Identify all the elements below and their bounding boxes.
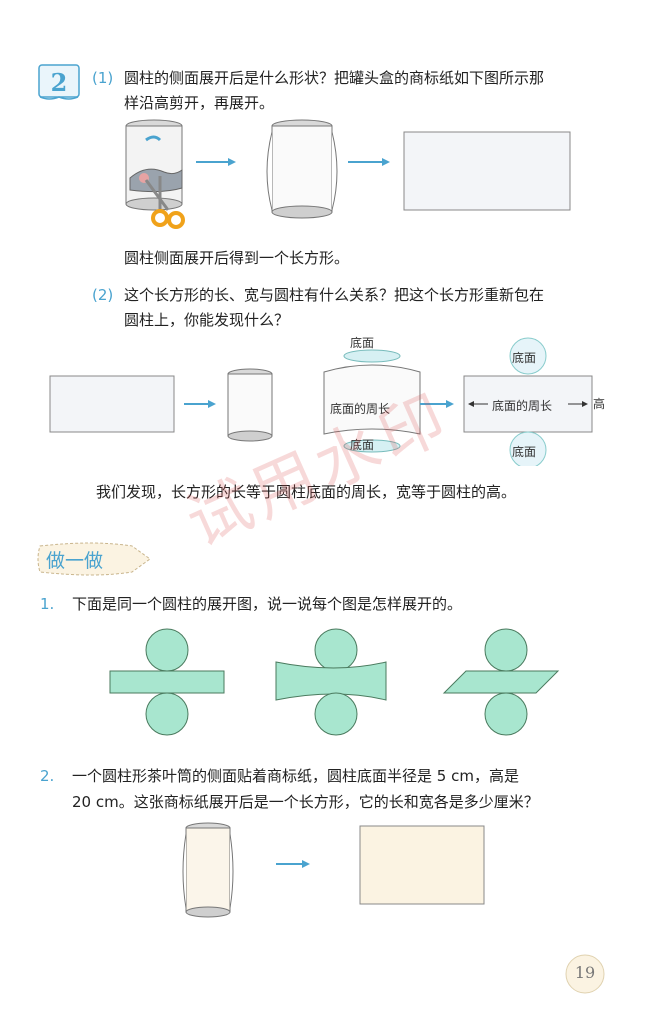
rewrap-diagram (49, 337, 593, 466)
can-illustration (227, 368, 273, 442)
exercise-2-line2: 20 cm。这张商标纸展开后是一个长方形，它的长和宽各是多少厘米？ (72, 793, 539, 811)
net-rectangle (109, 628, 225, 736)
wrap-circumference-label: 底面的周长 (330, 402, 391, 416)
wrap-top-base-label: 底面 (350, 336, 375, 350)
unfolded-rectangle (403, 131, 571, 211)
part2-question-line2: 圆柱上，你能发现什么？ (124, 311, 290, 329)
arrow-right-icon (184, 400, 216, 408)
cylinder-nets-diagram (109, 628, 560, 736)
exercise-1-number: 1. (40, 595, 55, 613)
arrow-right-icon (348, 158, 390, 166)
wrap-bottom-base-label: 底面 (350, 438, 375, 452)
example-number-badge: 2 (38, 64, 80, 102)
arrow-right-icon (420, 400, 454, 408)
tea-label-rectangle (359, 825, 485, 905)
tin-can-illustration (125, 119, 183, 211)
arrow-right-icon (196, 158, 236, 166)
flower-badge-icon (565, 954, 605, 994)
page-number: 19 (574, 963, 596, 982)
net-bottom-base-label: 底面 (512, 445, 537, 459)
arrow-right-icon (276, 860, 310, 868)
part2-question-line1: 这个长方形的长、宽与圆柱有什么关系？把这个长方形重新包在 (124, 286, 545, 304)
unfold-diagram-1 (125, 119, 571, 229)
part2-marker: (2) (92, 286, 114, 304)
exercise-1-text: 下面是同一个圆柱的展开图，说一说每个图是怎样展开的。 (72, 595, 463, 613)
section-tag-icon (37, 542, 151, 576)
net-length-label: 底面的周长 (492, 399, 553, 413)
wrapping-illustration (323, 349, 421, 453)
tea-can-illustration (182, 822, 234, 918)
part1-marker: (1) (92, 69, 114, 87)
tea-can-diagram (182, 822, 485, 918)
part1-question-line1: 圆柱的侧面展开后是什么形状？把罐头盒的商标纸如下图所示那 (124, 69, 545, 87)
section-title-badge: 做一做 (34, 540, 154, 578)
scissors-icon (144, 176, 185, 229)
section-title: 做一做 (46, 550, 104, 572)
page-number-badge: 19 (563, 952, 607, 996)
part1-question-line2: 样沿高剪开，再展开。 (124, 94, 275, 112)
net-parallelogram-cut (275, 628, 387, 736)
double-arrow-icon (468, 401, 588, 407)
flat-label-rectangle (49, 375, 175, 433)
exercise-2-number: 2. (40, 767, 55, 785)
net-height-label: 高 (593, 397, 606, 411)
net-top-base-label: 底面 (512, 351, 537, 365)
part1-conclusion: 圆柱侧面展开后得到一个长方形。 (124, 249, 350, 267)
example-number: 2 (50, 68, 68, 97)
exercise-2-line1: 一个圆柱形茶叶筒的侧面贴着商标纸，圆柱底面半径是 5 cm，高是 (72, 767, 519, 785)
discovery-text: 我们发现，长方形的长等于圆柱底面的周长，宽等于圆柱的高。 (96, 483, 517, 501)
can-label-opened-illustration (266, 119, 338, 219)
net-parallelogram (442, 628, 560, 736)
book-icon (38, 64, 80, 100)
